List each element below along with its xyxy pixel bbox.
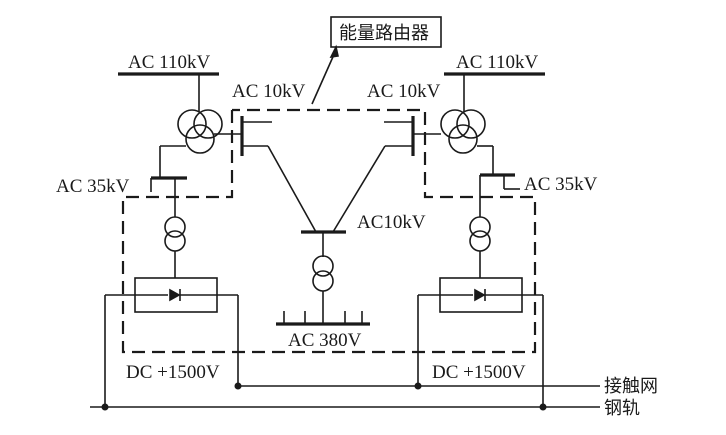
ac380-label: AC 380V [288, 330, 362, 351]
left-three-winding-transformer [177, 109, 223, 154]
right-traction-transformer [469, 216, 491, 252]
dc1500-left-label: DC +1500V [126, 362, 220, 383]
right-three-winding-transformer [440, 109, 486, 154]
ac110-right-label: AC 110kV [456, 52, 538, 73]
dc1500-right-label: DC +1500V [432, 362, 526, 383]
left-rectifier-diode-icon [169, 288, 181, 302]
ac10-center-label: AC10kV [357, 212, 426, 233]
energy-router-label: 能量路由器 [339, 23, 429, 44]
ac10-right-label: AC 10kV [367, 81, 441, 102]
junction-dot [414, 382, 422, 390]
energy-router-arrowhead [329, 44, 339, 59]
left-mv-to-center [267, 145, 317, 233]
center-distribution-transformer [312, 255, 334, 292]
right-rectifier-diode-icon [474, 288, 486, 302]
ac35-right-label: AC 35kV [524, 174, 598, 195]
energy-router-arrow [311, 49, 337, 105]
ac35-left-label: AC 35kV [56, 176, 130, 197]
junction-dot [101, 403, 109, 411]
junction-dot [234, 382, 242, 390]
ac110-left-label: AC 110kV [128, 52, 210, 73]
ac10-left-label: AC 10kV [232, 81, 306, 102]
left-traction-transformer [164, 216, 186, 252]
energy-router-label-box [330, 16, 442, 48]
junction-dot [539, 403, 547, 411]
rail-label: 钢轨 [604, 398, 640, 419]
energy-router-boundary [121, 108, 537, 354]
catenary-label: 接触网 [604, 376, 658, 397]
right-mv-to-center [332, 145, 386, 233]
